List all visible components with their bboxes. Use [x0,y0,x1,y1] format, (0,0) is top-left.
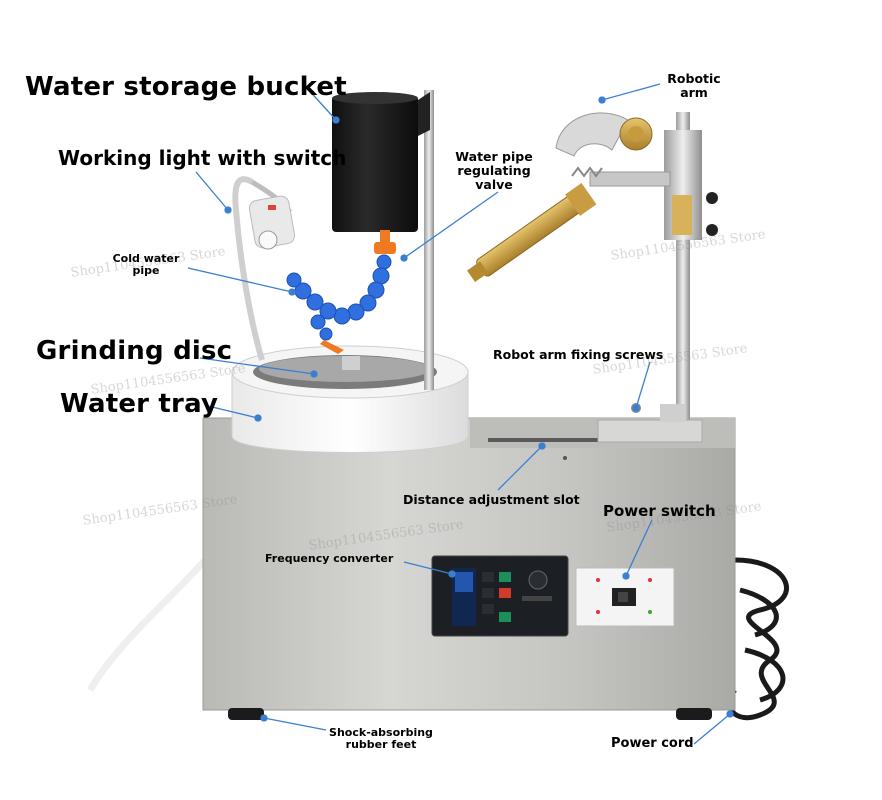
rubber-foot-left [228,708,264,720]
label-water-pipe-valve: Water pipe regulating valve [452,150,536,192]
leader-lines [187,83,734,745]
label-feet-line2: rubber feet [345,738,417,751]
power-cord [726,557,789,721]
label-valve-line2: regulating [457,163,531,178]
water-tray [231,345,469,453]
label-robot-arm-fixing-screws: Robot arm fixing screws [493,347,664,362]
label-robotic-arm: Robotic arm [662,72,726,100]
white-cable [86,557,208,692]
rubber-foot-right [676,708,712,720]
water-storage-bucket [332,92,430,232]
robotic-arm [467,112,718,443]
label-water-storage-bucket: Water storage bucket [25,72,347,102]
label-frequency-converter: Frequency converter [265,552,394,565]
label-cold-water-pipe: Cold water pipe [112,253,180,277]
working-light [232,176,296,361]
label-grinding-disc: Grinding disc [36,336,233,366]
label-robotic-arm-line1: Robotic [667,71,721,86]
label-robotic-arm-line2: arm [680,85,708,100]
label-water-tray: Water tray [60,389,219,419]
label-valve-line1: Water pipe [455,149,533,164]
power-switch-plate [575,567,675,627]
label-working-light: Working light with switch [58,146,347,170]
label-pipe-line1: Cold water [112,252,180,265]
label-distance-adjustment-slot: Distance adjustment slot [403,492,580,507]
cold-water-pipe [286,254,392,341]
label-feet-line1: Shock-absorbing [329,726,433,739]
pipe-nozzle [320,340,344,354]
regulating-valve [374,230,396,254]
label-shock-absorbing-feet: Shock-absorbing rubber feet [326,727,436,751]
label-pipe-line2: pipe [132,264,160,277]
frequency-converter-panel [431,555,569,637]
label-power-switch: Power switch [603,502,716,520]
label-power-cord: Power cord [611,736,694,751]
label-valve-line3: valve [475,177,513,192]
